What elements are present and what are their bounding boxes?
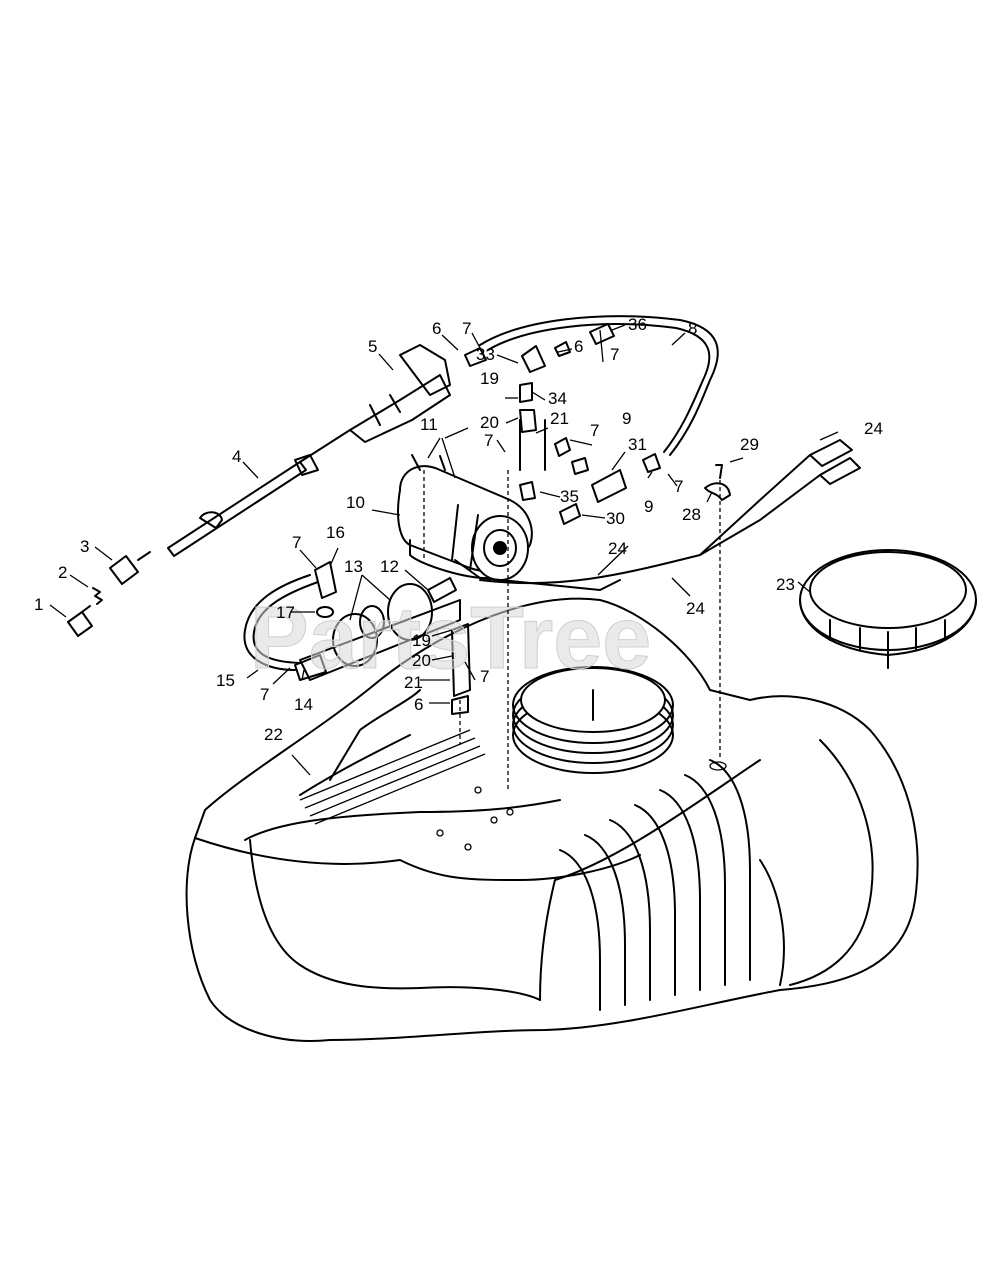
callout-5: 5 <box>368 337 377 356</box>
callout-13: 13 <box>344 557 363 576</box>
callout-15: 15 <box>216 671 235 690</box>
callout-11: 11 <box>420 415 438 434</box>
spray-gun-part-5 <box>349 344 451 443</box>
callout-7c: 7 <box>484 431 493 450</box>
strainer-part-13 <box>299 583 461 681</box>
tube-part-21 <box>451 623 471 715</box>
spray-wand-part-4 <box>167 429 351 557</box>
callout-10: 10 <box>346 493 365 512</box>
callout-9b: 9 <box>644 497 653 516</box>
callout-21a: 21 <box>550 409 569 428</box>
callout-7a: 7 <box>462 319 471 338</box>
callout-7b: 7 <box>610 345 619 364</box>
callout-20b: 20 <box>412 651 431 670</box>
callout-1: 1 <box>34 595 43 614</box>
callout-12: 12 <box>380 557 399 576</box>
callout-6b: 6 <box>574 337 583 356</box>
bracket-part-28 <box>704 482 731 501</box>
callout-17: 17 <box>276 603 295 622</box>
callout-8: 8 <box>688 319 697 338</box>
callout-20a: 20 <box>480 413 499 432</box>
hose-part-15 <box>243 574 319 671</box>
callout-labels: 1 2 3 4 5 6 7 8 6 7 33 36 19 34 11 20 21… <box>34 315 883 744</box>
callout-22: 22 <box>264 725 283 744</box>
callout-33: 33 <box>476 345 495 364</box>
callout-24c: 24 <box>686 599 705 618</box>
hose-part-8 <box>479 315 719 456</box>
callout-7g: 7 <box>480 667 489 686</box>
wire-harness-part-24 <box>479 439 861 585</box>
callout-23: 23 <box>776 575 795 594</box>
callout-31: 31 <box>628 435 647 454</box>
callout-3: 3 <box>80 537 89 556</box>
callout-9a: 9 <box>622 409 631 428</box>
callout-19a: 19 <box>480 369 499 388</box>
callout-7e: 7 <box>674 477 683 496</box>
callout-7h: 7 <box>260 685 269 704</box>
callout-24b: 24 <box>608 539 627 558</box>
callout-6a: 6 <box>432 319 441 338</box>
callout-16: 16 <box>326 523 345 542</box>
callout-4: 4 <box>232 447 241 466</box>
elbow-part-14 <box>294 654 327 681</box>
leader-lines <box>49 324 839 790</box>
callout-14: 14 <box>294 695 313 714</box>
callout-35: 35 <box>560 487 579 506</box>
elbow-part-16 <box>314 561 337 599</box>
fitting-part-12 <box>427 577 457 603</box>
callout-7d: 7 <box>590 421 599 440</box>
callout-19b: 19 <box>412 631 431 650</box>
tank-part-22 <box>185 597 919 1042</box>
callout-21b: 21 <box>404 673 423 692</box>
callout-2: 2 <box>58 563 67 582</box>
fitting-group-right <box>464 323 661 525</box>
callout-6c: 6 <box>414 695 423 714</box>
screw-part-29 <box>715 464 723 479</box>
spring-part-2 <box>92 587 103 605</box>
callout-34: 34 <box>548 389 567 408</box>
connector-part-3 <box>109 551 151 585</box>
pump-assembly-part-10 <box>397 454 621 591</box>
callout-7f: 7 <box>292 533 301 552</box>
watermark: PartsTree <box>250 588 651 687</box>
tank-lid-part-23 <box>799 549 977 669</box>
callout-30: 30 <box>606 509 625 528</box>
nozzle-part-1 <box>67 605 93 637</box>
callout-36: 36 <box>628 315 647 334</box>
callout-28: 28 <box>682 505 701 524</box>
washer-part-17 <box>316 606 334 618</box>
callout-29: 29 <box>740 435 759 454</box>
callout-24a: 24 <box>864 419 883 438</box>
